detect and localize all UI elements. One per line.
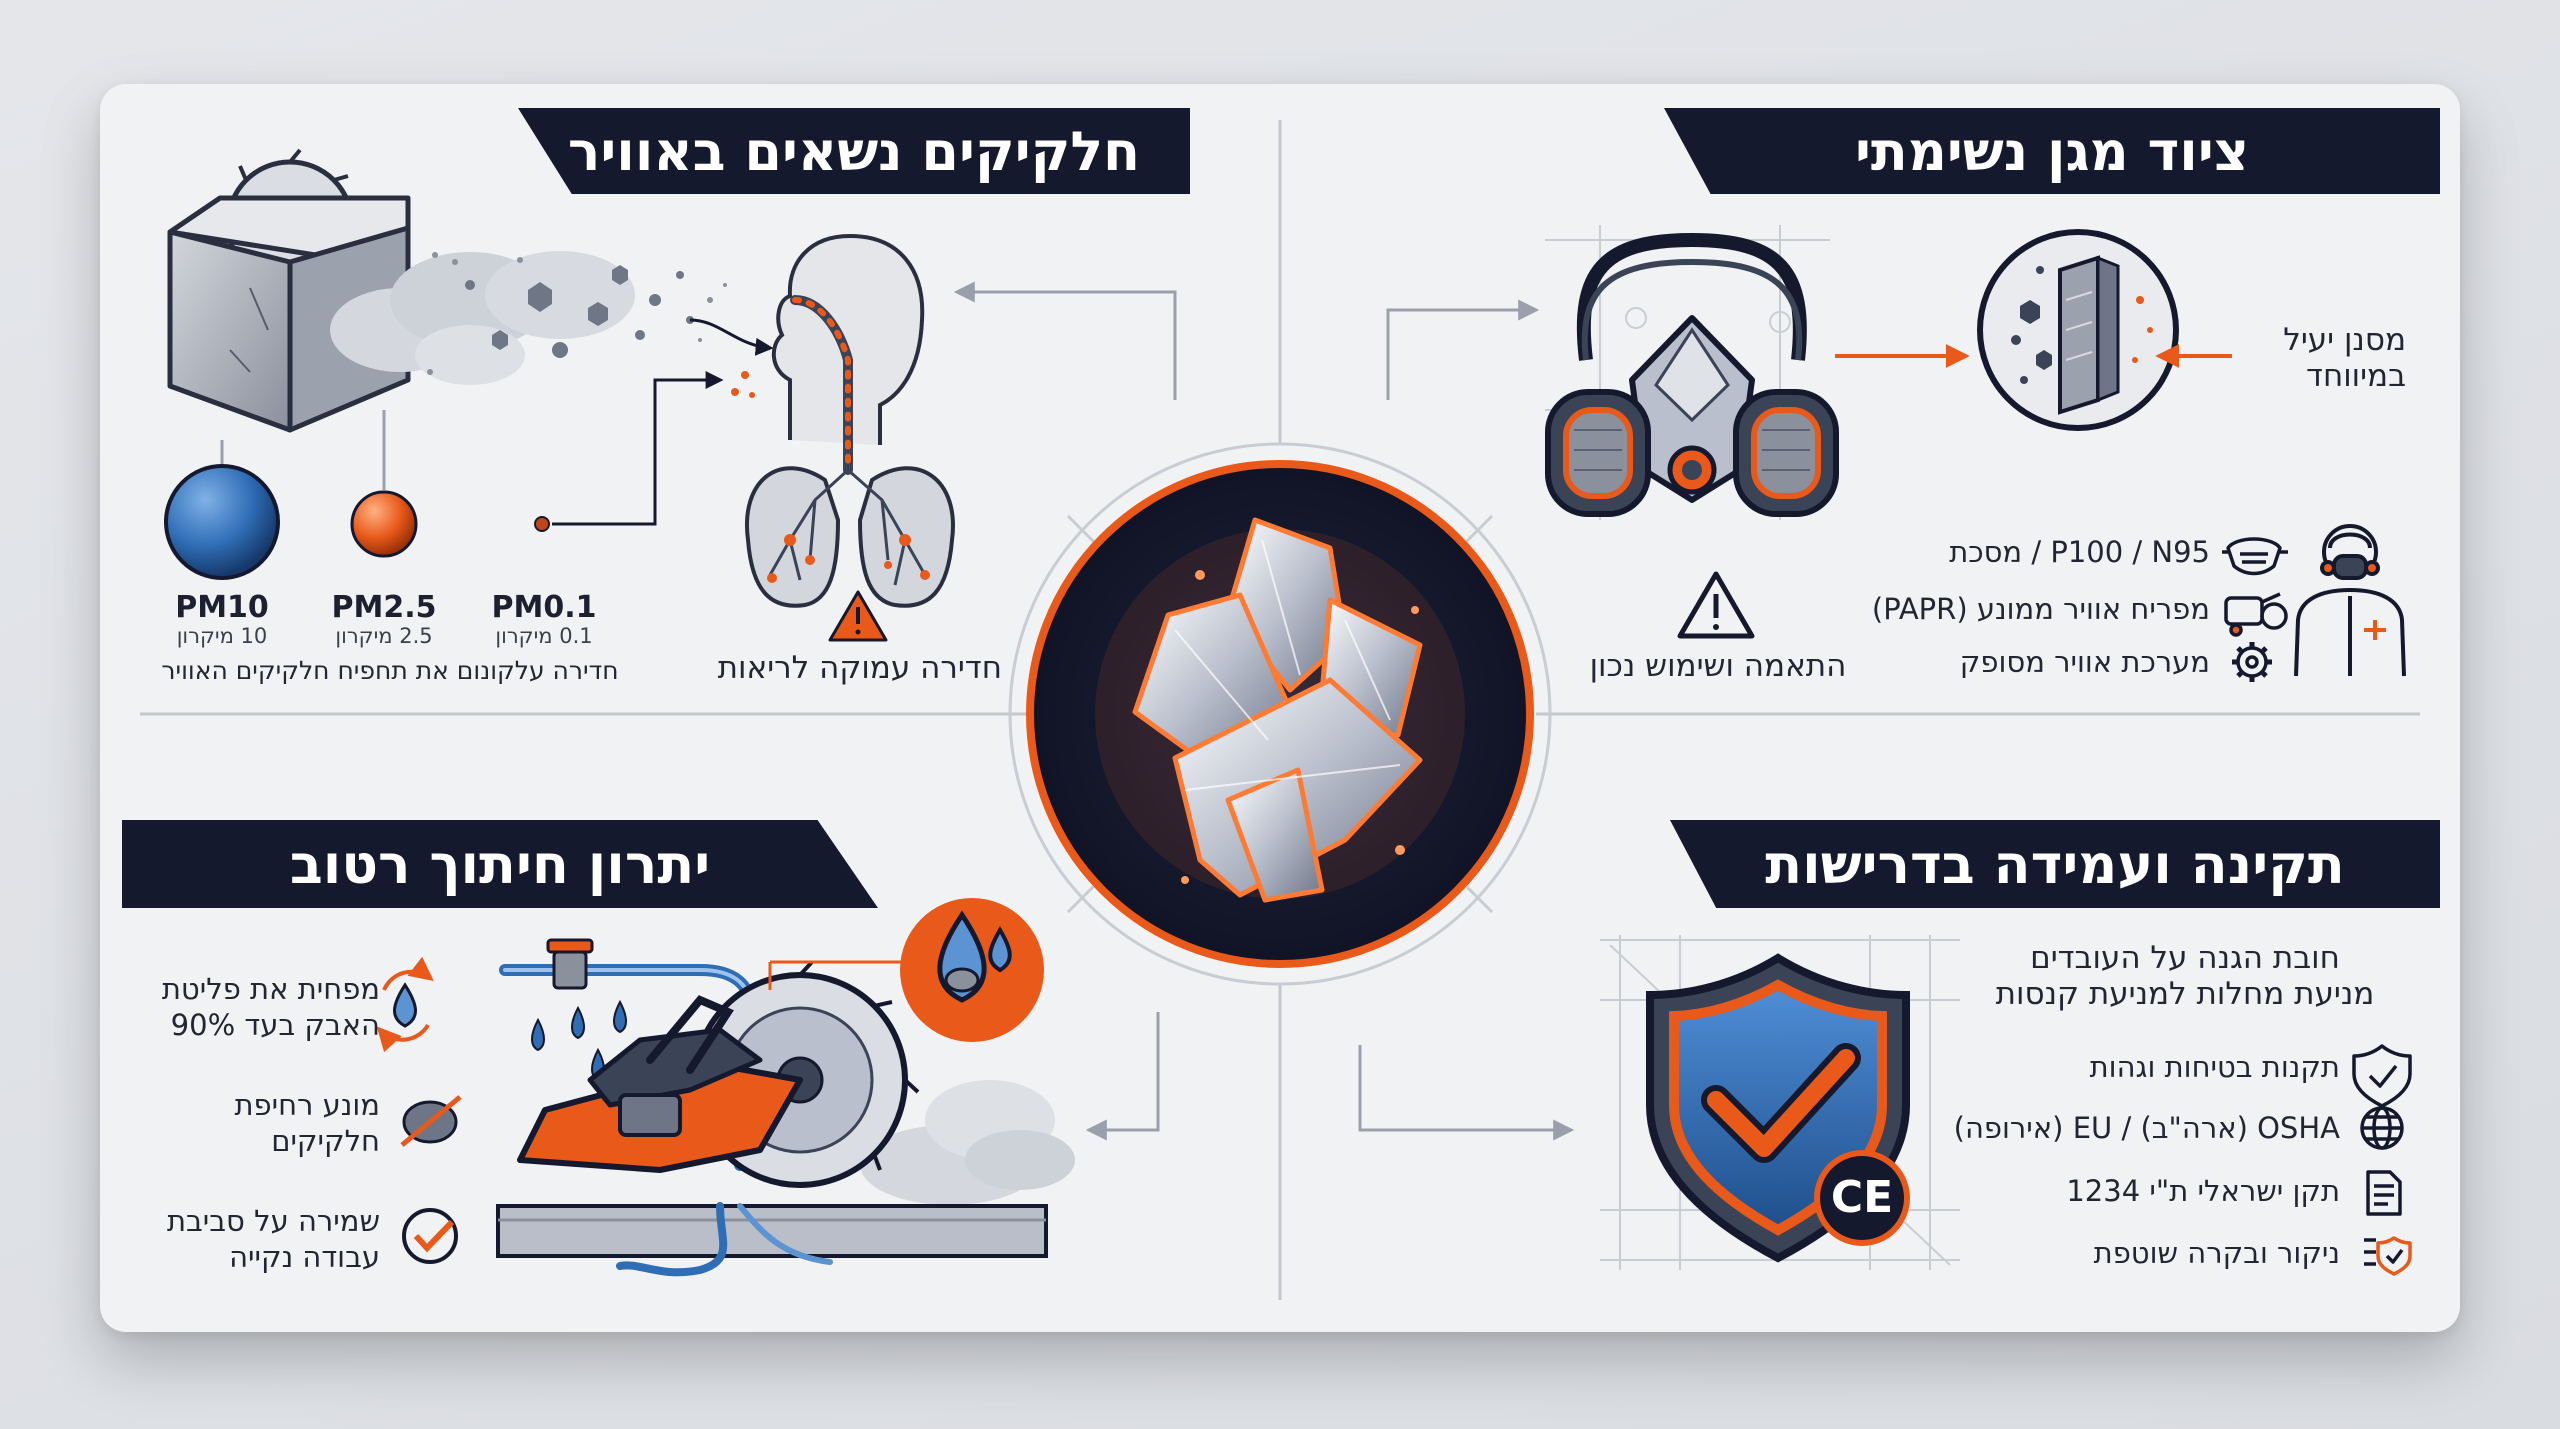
- pm01-sphere: [534, 516, 550, 532]
- particle-caption: חדירה עלקונום את תחפיח חלקיקים האוויר: [161, 656, 619, 685]
- worker-with-respirator-icon: [2294, 524, 2406, 677]
- pm10-size: 10 מיקרון: [176, 624, 268, 648]
- worker-duty-line1: חובת הגנה על העובדים: [2030, 940, 2340, 976]
- pm25-size: 2.5 מיקרון: [335, 624, 433, 648]
- benefit-dust-reduction-line2: האבק בעד 90%: [170, 1008, 380, 1042]
- pm01-size: 0.1 מיקרון: [495, 624, 593, 648]
- connector-arrows: [953, 281, 1575, 1141]
- wet-cutting-banner: יתרון חיתוך רטוב: [122, 820, 878, 908]
- pm25-sphere: [350, 490, 418, 558]
- mask-fit-warning-icon: [1677, 571, 1755, 639]
- check-circle-icon: [402, 1208, 458, 1264]
- filter-label-line1: מסנן יעיל: [2283, 322, 2406, 358]
- mask-icon: [2222, 537, 2288, 576]
- filter-label-line2: במיווחד: [2306, 358, 2406, 394]
- benefit-no-floating-line1: מונע רחיפת: [234, 1088, 380, 1122]
- equipment-item-supplied-air: מערכת אוויר מסופק: [1959, 645, 2210, 679]
- particle-size-spheres: [164, 371, 724, 580]
- worker-duty-line2: מניעת מחלות למניעת קנסות: [1995, 976, 2375, 1012]
- wet-cutting-saw-illustration: [496, 938, 1075, 1277]
- airborne-particles-banner: חלקיקים נשאים באוויר: [518, 108, 1190, 194]
- standards-icons: [2222, 537, 2412, 1276]
- fit-usage-caption: התאמה ושימוש נכון: [1589, 648, 1847, 684]
- section-dividers: [140, 120, 2420, 1300]
- benefit-clean-env-line1: שמירה על סביבת: [166, 1204, 380, 1238]
- pm10-sphere: [164, 464, 280, 580]
- pm25-label: PM2.5: [331, 590, 437, 625]
- standard-item-safety-regs: תקנות בטיחות וגהות: [2089, 1050, 2340, 1084]
- benefit-clean-env-line2: עבודה נקייה: [229, 1240, 380, 1274]
- benefit-icons: [376, 956, 462, 1264]
- papr-icon: [2224, 592, 2288, 637]
- equipment-item-papr: מפריח אוויר ממונע (PAPR): [1871, 592, 2210, 626]
- water-drop-cycle-icon: [376, 956, 434, 1053]
- human-respiratory-illustration: [731, 233, 955, 642]
- gear-icon: [2232, 642, 2272, 682]
- silica-crystal-emblem: [1008, 442, 1552, 986]
- standard-item-israeli: תקן ישראלי ת"י 1234: [2066, 1174, 2340, 1208]
- standard-item-osha-eu: OSHA (ארה"ב) / EU (אירופה): [1953, 1111, 2340, 1145]
- standard-item-monitoring: ניקור ובקרה שוטפת: [2093, 1236, 2340, 1270]
- document-icon: [2366, 1170, 2402, 1216]
- filter-magnifier-illustration: [1977, 229, 2232, 431]
- water-drop-badge-icon: [768, 898, 1044, 1042]
- pm10-label: PM10: [175, 590, 269, 625]
- ce-badge: CE: [1830, 1172, 1894, 1223]
- checklist-icon: [2364, 1236, 2412, 1276]
- benefit-dust-reduction-line1: מפחית את פליטת: [161, 972, 380, 1006]
- benefit-no-floating-line2: חלקיקים: [271, 1124, 380, 1158]
- respirator-mask-illustration: [1545, 225, 1970, 520]
- respiratory-equipment-banner: ציוד מגן נשימתי: [1664, 108, 2440, 194]
- dust-cloud-illustration: [330, 251, 774, 385]
- compliance-shield-illustration: [1600, 935, 1960, 1270]
- pm01-label: PM0.1: [491, 590, 597, 625]
- lung-penetration-caption: חדירה עמוקה לריאות: [717, 650, 1002, 686]
- equipment-item-mask: P100 / N95 / מסכת: [1949, 535, 2210, 569]
- shield-outline-icon: [2352, 1044, 2412, 1108]
- no-dust-icon: [400, 1095, 462, 1147]
- globe-icon: [2360, 1106, 2404, 1150]
- concrete-block-saw-illustration: [167, 148, 411, 433]
- compliance-banner: תקינה ועמידה בדרישות: [1670, 820, 2440, 908]
